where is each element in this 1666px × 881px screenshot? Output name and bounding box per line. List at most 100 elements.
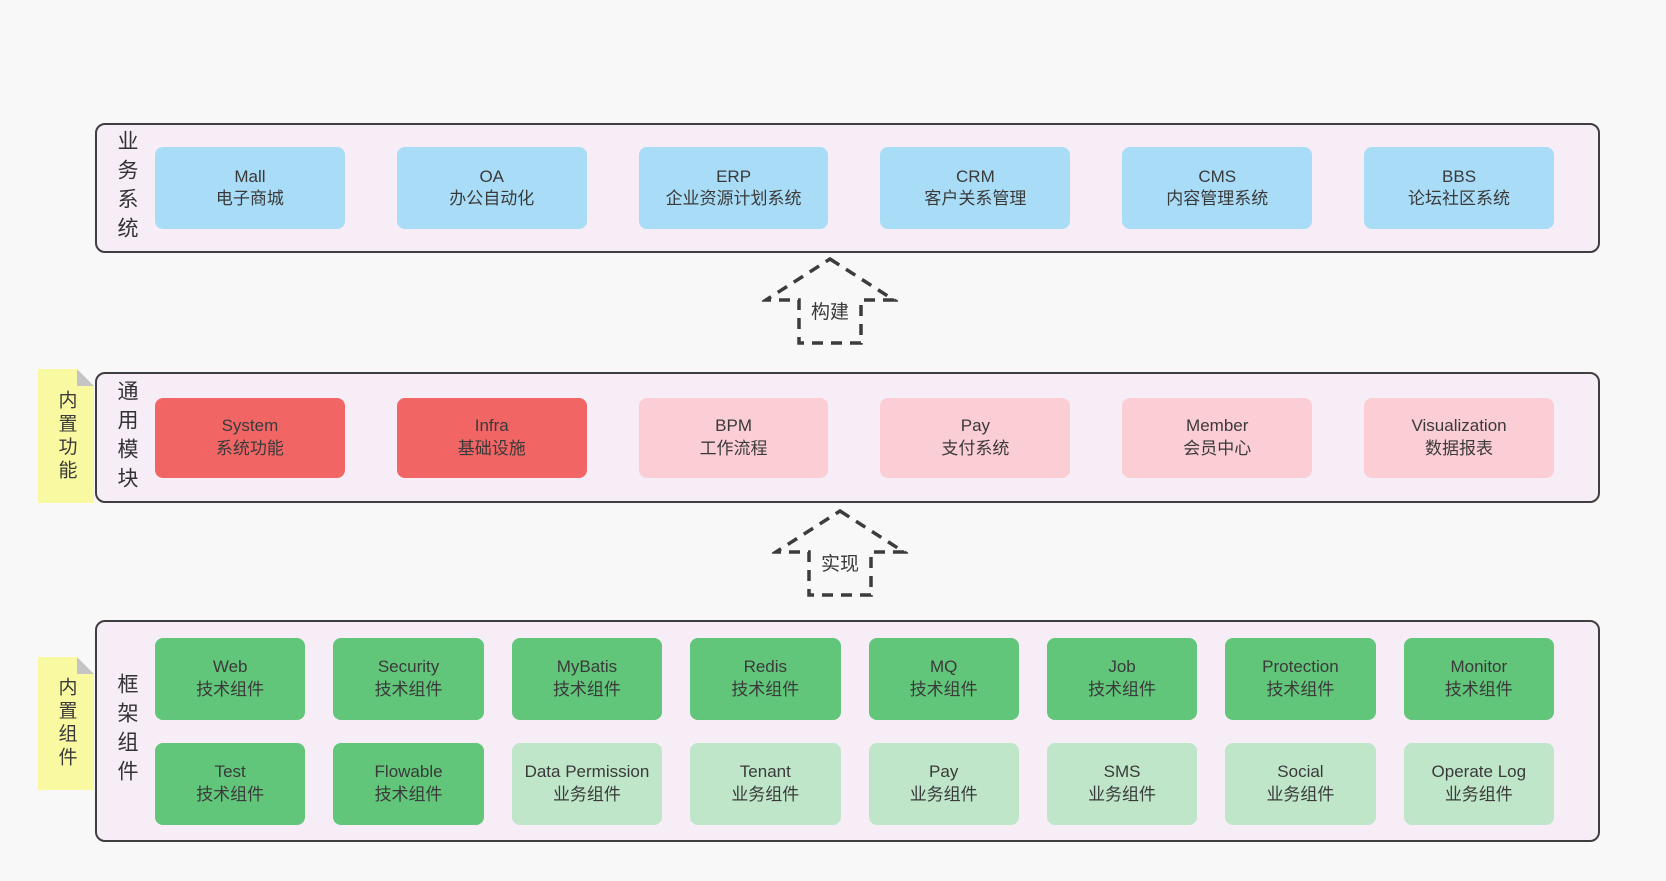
box-cms: CMS 内容管理系统 [1122,147,1313,229]
box-subtitle: 技术组件 [731,679,800,699]
box-job: Job 技术组件 [1046,637,1198,720]
dashed-up-arrow-icon [762,256,898,345]
box-mq: MQ 技术组件 [868,637,1019,720]
sticky-note-text: 内置功能 [55,389,77,483]
band-common-modules: 通用模块 System 系统功能 Infra 基础设施 BPM 工作流程 Pay… [95,372,1600,503]
box-protection: Protection 技术组件 [1225,637,1376,720]
box-title: Pay [929,762,959,782]
box-title: Tenant [739,762,791,782]
framework-components-boxes: Web 技术组件 Security 技术组件 MyBatis 技术组件 Redi… [155,637,1554,825]
sticky-fold-icon [77,369,94,386]
box-crm: CRM 客户关系管理 [880,147,1071,229]
box-title: Operate Log [1431,762,1527,782]
box-subtitle: 办公自动化 [449,189,535,208]
box-title: Monitor [1450,657,1508,677]
dashed-up-arrow-icon [772,508,908,597]
box-subtitle: 技术组件 [196,784,265,804]
box-bpm: BPM 工作流程 [638,397,829,478]
box-subtitle: 系统功能 [215,438,284,458]
box-title: MyBatis [556,657,618,677]
arrow-build-label: 构建 [807,296,853,325]
arrow-implement-label: 实现 [817,548,863,577]
box-title: Protection [1262,657,1339,677]
box-flowable: Flowable 技术组件 [333,742,484,825]
box-subtitle: 企业资源计划系统 [665,189,802,208]
box-title: BBS [1442,166,1477,186]
box-tenant: Tenant 业务组件 [690,742,841,825]
box-title: Redis [743,657,788,677]
sticky-note-built-in-components: 内置组件 [38,657,94,790]
box-title: Job [1108,657,1136,677]
box-subtitle: 业务组件 [1088,784,1157,804]
box-subtitle: 支付系统 [941,438,1010,458]
box-subtitle: 技术组件 [374,784,443,804]
box-test: Test 技术组件 [155,742,306,825]
box-title: SMS [1103,762,1141,782]
band-label-business-systems: 业务系统 [115,130,138,246]
box-subtitle: 技术组件 [374,679,443,699]
box-title: Visualization [1411,416,1507,436]
box-operate-log: Operate Log 业务组件 [1403,742,1554,825]
box-subtitle: 业务组件 [552,784,621,804]
box-visualization: Visualization 数据报表 [1364,397,1554,478]
box-subtitle: 技术组件 [1444,679,1513,699]
box-title: Web [212,657,248,677]
box-title: CMS [1198,166,1237,186]
box-pay-system: Pay 支付系统 [880,397,1071,478]
box-subtitle: 业务组件 [1444,784,1513,804]
box-web: Web 技术组件 [155,637,306,720]
box-subtitle: 技术组件 [1088,679,1157,699]
box-subtitle: 技术组件 [196,679,265,699]
box-data-permission: Data Permission 业务组件 [511,742,663,825]
box-title: CRM [956,166,995,186]
box-title: Flowable [374,762,443,782]
box-title: BPM [715,416,752,436]
box-subtitle: 业务组件 [909,784,978,804]
box-mall: Mall 电子商城 [155,147,345,229]
band-business-systems: 业务系统 Mall 电子商城 OA 办公自动化 ERP 企业资源计划系统 CRM… [95,123,1600,253]
box-redis: Redis 技术组件 [690,637,841,720]
box-subtitle: 论坛社区系统 [1408,189,1511,208]
box-subtitle: 业务组件 [731,784,800,804]
box-title: Infra [474,416,509,436]
box-infra: Infra 基础设施 [396,397,587,478]
common-modules-boxes: System 系统功能 Infra 基础设施 BPM 工作流程 Pay 支付系统… [155,397,1554,478]
box-title: Pay [960,416,991,436]
sticky-note-built-in-features: 内置功能 [38,369,94,503]
box-member: Member 会员中心 [1122,397,1313,478]
box-subtitle: 工作流程 [699,438,768,458]
box-title: MQ [929,657,958,677]
box-title: System [221,416,279,436]
box-title: Data Permission [524,762,650,782]
box-bbs: BBS 论坛社区系统 [1364,147,1554,229]
box-subtitle: 数据报表 [1425,438,1494,458]
box-title: Social [1277,762,1324,782]
box-subtitle: 基础设施 [457,438,526,458]
box-subtitle: 业务组件 [1266,784,1335,804]
box-security: Security 技术组件 [333,637,484,720]
box-title: Security [377,657,440,677]
box-title: ERP [716,166,752,186]
band-label-framework-components: 框架组件 [115,673,138,789]
arrow-build: 构建 [762,256,898,346]
box-subtitle: 内容管理系统 [1166,189,1269,208]
box-title: Mall [234,166,266,186]
box-subtitle: 技术组件 [909,679,978,699]
box-subtitle: 技术组件 [552,679,621,699]
box-mybatis: MyBatis 技术组件 [511,637,663,720]
box-social: Social 业务组件 [1225,742,1376,825]
box-monitor: Monitor 技术组件 [1403,637,1554,720]
box-subtitle: 客户关系管理 [924,189,1027,208]
box-title: Test [214,762,246,782]
sticky-fold-icon [77,657,94,674]
box-title: Member [1186,416,1249,436]
box-subtitle: 技术组件 [1266,679,1335,699]
business-systems-boxes: Mall 电子商城 OA 办公自动化 ERP 企业资源计划系统 CRM 客户关系… [155,147,1554,229]
band-label-common-modules: 通用模块 [115,379,138,496]
box-subtitle: 会员中心 [1183,438,1252,458]
arrow-implement: 实现 [772,508,908,598]
band-framework-components: 框架组件 Web 技术组件 Security 技术组件 MyBatis 技术组件… [95,620,1600,842]
box-title: OA [479,166,505,186]
box-pay-component: Pay 业务组件 [868,742,1019,825]
box-erp: ERP 企业资源计划系统 [638,147,829,229]
